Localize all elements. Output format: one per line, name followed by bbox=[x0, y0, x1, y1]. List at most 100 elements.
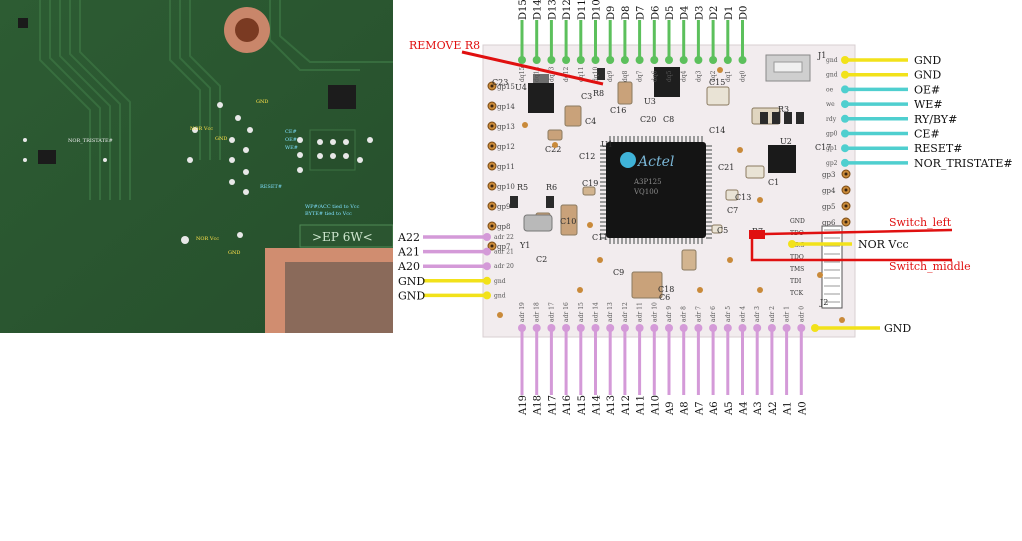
left-pad-label: adr 22 bbox=[494, 234, 514, 241]
data-pin-dot bbox=[723, 56, 732, 64]
left-column-pad-label: gp8 bbox=[497, 223, 510, 231]
right-column-pad-hole bbox=[844, 204, 848, 208]
data-pin-label: D1 bbox=[724, 6, 735, 20]
data-pin-label: D10 bbox=[592, 0, 603, 20]
switch-left-label: Switch_left bbox=[889, 216, 952, 229]
fpga-pin-bottom bbox=[701, 238, 703, 244]
component-ref: C6 bbox=[659, 293, 670, 302]
left-column-pad-hole bbox=[490, 244, 494, 248]
data-pin-label: D11 bbox=[577, 0, 588, 20]
left-column-pad-hole bbox=[490, 124, 494, 128]
left-column-pad-hole bbox=[490, 84, 494, 88]
fpga-pin-left bbox=[600, 185, 606, 187]
address-pad-label: adr 19 bbox=[519, 302, 526, 322]
address-pin-label: A13 bbox=[606, 395, 617, 416]
data-pad-label: dq0 bbox=[740, 70, 747, 82]
address-pin-dot bbox=[723, 324, 732, 332]
motherboard-photo: >EP 6W< NOR_TRISTATE# GND NOR Vcc GND CE… bbox=[0, 0, 393, 333]
address-pin-dot bbox=[606, 324, 615, 332]
left-column-pad-hole bbox=[490, 144, 494, 148]
fpga-pin-right bbox=[706, 201, 712, 203]
control-pad-label: we bbox=[826, 101, 835, 108]
chip-line-1: A3P125 bbox=[633, 178, 662, 186]
left-pin-label: A20 bbox=[397, 260, 420, 273]
fpga-pin-left bbox=[600, 237, 606, 239]
data-pad-label: dq5 bbox=[666, 70, 673, 82]
photo-label-nor-vcc-1: NOR Vcc bbox=[190, 126, 213, 132]
control-pin-dot bbox=[841, 56, 849, 64]
address-pin-label: A6 bbox=[709, 401, 720, 416]
address-pin-label: A0 bbox=[797, 401, 808, 416]
address-pad-label: adr 16 bbox=[563, 302, 570, 322]
component-ref: C22 bbox=[545, 145, 561, 154]
data-pin-dot bbox=[532, 56, 541, 64]
right-column-pad-hole bbox=[844, 220, 848, 224]
fpga-pin-top bbox=[641, 136, 643, 142]
data-pin-label: D7 bbox=[636, 6, 647, 20]
fpga-pin-bottom bbox=[609, 238, 611, 244]
control-pin-label: OE# bbox=[914, 83, 940, 96]
fpga-pin-bottom bbox=[629, 238, 631, 244]
component-ref: C3 bbox=[581, 92, 592, 101]
data-pin-dot bbox=[650, 56, 659, 64]
component-ref: U2 bbox=[780, 137, 792, 146]
fpga-pin-top bbox=[673, 136, 675, 142]
fpga-pin-bottom bbox=[657, 238, 659, 244]
address-pin-label: A10 bbox=[650, 395, 661, 416]
address-pin-dot bbox=[709, 324, 718, 332]
fpga-pin-top bbox=[681, 136, 683, 142]
bottom-gnd-dot bbox=[811, 324, 819, 332]
address-pin-dot bbox=[518, 324, 526, 332]
nor-vcc-dot bbox=[788, 240, 796, 248]
fpga-pin-right bbox=[706, 157, 712, 159]
address-pin-dot bbox=[694, 324, 703, 332]
fpga-pin-top bbox=[657, 136, 659, 142]
address-pad-label: adr 5 bbox=[725, 306, 732, 322]
component-ref: C21 bbox=[718, 163, 734, 172]
resistor bbox=[760, 112, 768, 124]
data-pad-label: dq10 bbox=[593, 67, 600, 82]
control-pin-dot bbox=[841, 100, 849, 109]
fpga-pin-bottom bbox=[645, 238, 647, 244]
fpga-pin-left bbox=[600, 193, 606, 195]
data-pad-label: dq14 bbox=[534, 67, 541, 82]
left-column-pad-hole bbox=[490, 204, 494, 208]
fpga-pin-right bbox=[706, 221, 712, 223]
via-pad bbox=[757, 287, 763, 293]
data-pin-label: D13 bbox=[547, 0, 558, 20]
address-pad-label: adr 14 bbox=[593, 302, 600, 322]
fpga-pin-bottom bbox=[673, 238, 675, 244]
fpga-pin-right bbox=[706, 177, 712, 179]
fpga-pin-left bbox=[600, 169, 606, 171]
data-pin-label: D0 bbox=[739, 6, 750, 20]
resistor bbox=[772, 112, 780, 124]
control-pad-label: gp1 bbox=[826, 145, 838, 152]
left-column-pad-hole bbox=[490, 104, 494, 108]
address-pad-label: adr 15 bbox=[578, 302, 585, 322]
capacitor bbox=[582, 186, 596, 196]
regulator-u3 bbox=[654, 67, 680, 97]
capacitor bbox=[560, 204, 578, 236]
address-pad-label: adr 8 bbox=[681, 306, 688, 322]
left-column-pad-label: gp14 bbox=[497, 103, 515, 111]
fpga-pin-top bbox=[689, 136, 691, 142]
fpga-pin-right bbox=[706, 225, 712, 227]
fpga-pin-top bbox=[609, 136, 611, 142]
component-ref: C16 bbox=[610, 106, 626, 115]
fpga-pin-right bbox=[706, 217, 712, 219]
capacitor bbox=[706, 86, 730, 106]
control-pad-label: oe bbox=[826, 86, 834, 93]
address-pad-label: adr 2 bbox=[769, 306, 776, 322]
address-pad-label: adr 1 bbox=[784, 306, 791, 322]
fpga-pin-right bbox=[706, 173, 712, 175]
control-pin-dot bbox=[841, 158, 849, 167]
control-pad-label: rdy bbox=[826, 116, 837, 123]
component-ref: R3 bbox=[778, 105, 789, 114]
capacitor bbox=[547, 129, 563, 141]
address-pin-label: A1 bbox=[783, 401, 794, 416]
control-pad-label: gp0 bbox=[826, 131, 838, 138]
address-pin-label: A12 bbox=[621, 395, 632, 416]
data-pin-dot bbox=[591, 56, 600, 64]
fpga-pin-right bbox=[706, 197, 712, 199]
bottom-gnd-label: GND bbox=[884, 322, 911, 335]
